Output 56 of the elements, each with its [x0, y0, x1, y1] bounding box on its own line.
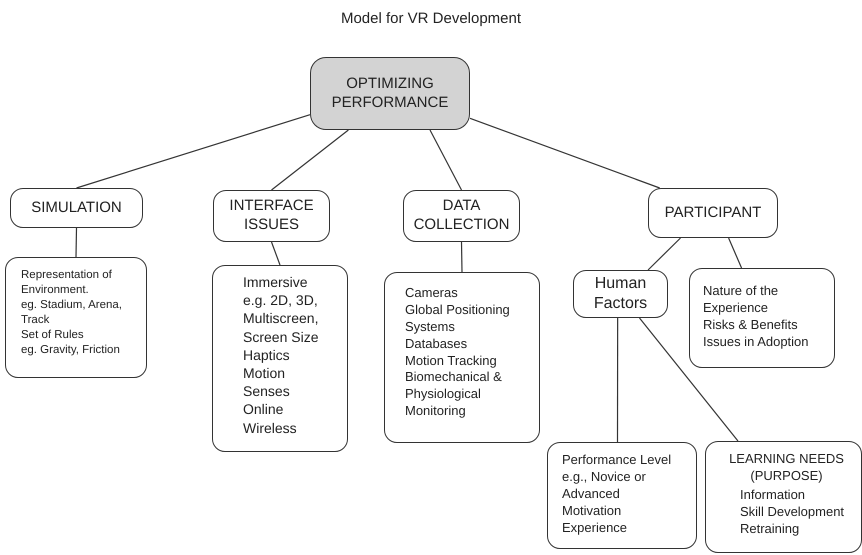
connector-line: [460, 242, 463, 272]
connector-line: [429, 130, 462, 190]
node-label: OPTIMIZING PERFORMANCE: [330, 74, 450, 112]
list-item: Issues in Adoption: [703, 334, 810, 351]
box-heading: LEARNING NEEDS (PURPOSE): [728, 451, 845, 485]
connector-line: [639, 318, 738, 442]
list-item: Motion Tracking: [405, 352, 498, 370]
list-item: eg. Stadium, Arena, Track: [21, 298, 124, 328]
node-label: PARTICIPANT: [664, 204, 762, 222]
detail-box: [547, 442, 697, 549]
node-label: DATA COLLECTION: [412, 197, 510, 235]
category-box: [573, 270, 668, 318]
list-item: eg. Gravity, Friction: [21, 342, 121, 358]
connector-line: [648, 238, 681, 270]
node-label: Human Factors: [592, 274, 648, 314]
category-box: [403, 190, 520, 242]
list-item: Nature of the Experience: [703, 283, 780, 317]
list-item: Set of Rules: [21, 328, 85, 343]
detail-box: [384, 272, 540, 443]
list-item: Skill Development: [739, 504, 846, 521]
connector-line: [270, 242, 281, 266]
list-item: Senses: [243, 382, 291, 400]
list-item: e.g. 2D, 3D, Multiscreen, Screen Size: [243, 291, 320, 346]
list-item: Motion: [243, 364, 286, 382]
list-item: Cameras: [405, 285, 459, 302]
list-item: Immersive: [243, 273, 309, 292]
connector-line: [728, 238, 742, 268]
detail-box: [689, 268, 835, 368]
list-item: Wireless: [243, 418, 298, 437]
detail-box: [212, 265, 348, 452]
list-item: Biomechanical & Physiological Monitoring: [405, 369, 503, 420]
category-box: [10, 188, 143, 228]
list-item: Performance Level e.g., Novice or Advanced: [562, 452, 672, 503]
diagram-title: Model for VR Development: [340, 10, 522, 27]
list-item: Motivation: [562, 502, 622, 520]
list-item: Experience: [562, 520, 628, 536]
connector-line: [75, 228, 78, 258]
list-item: Risks & Benefits: [703, 316, 799, 334]
connector-line: [616, 318, 618, 442]
node-label: INTERFACE ISSUES: [228, 197, 315, 235]
connector-line: [76, 114, 310, 189]
list-item: Representation of Environment.: [21, 268, 113, 298]
node-label: SIMULATION: [31, 198, 122, 218]
list-item: Databases: [405, 336, 468, 353]
list-item: Information: [739, 486, 806, 504]
connector-line: [470, 118, 660, 189]
list-item: Retraining: [739, 520, 800, 538]
detail-box: [705, 441, 862, 553]
list-item: Haptics: [243, 346, 291, 364]
list-item: Global Positioning Systems: [405, 302, 511, 336]
detail-box: [5, 257, 147, 378]
category-box: [213, 190, 330, 242]
connector-line: [271, 130, 349, 190]
category-box: [648, 188, 778, 238]
category-box: [310, 57, 470, 130]
list-item: Online: [243, 400, 284, 418]
